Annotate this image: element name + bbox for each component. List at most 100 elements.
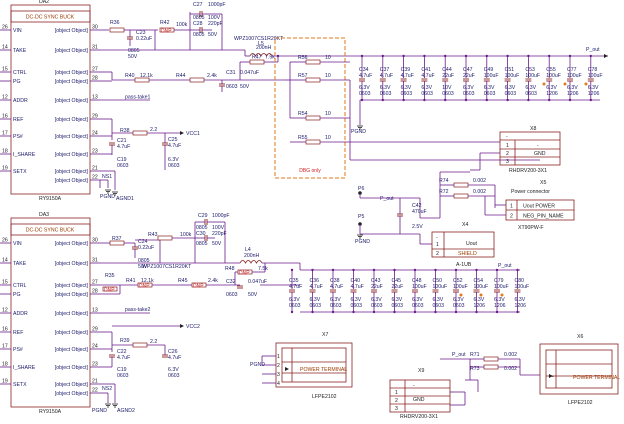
cap-voltage: 6.3V	[310, 297, 321, 303]
r36-resistor[interactable]	[109, 27, 125, 33]
pin-number: 27	[92, 280, 98, 286]
c31-label: C31	[226, 70, 236, 76]
x6-part-number: LFPE2102	[568, 400, 593, 406]
r56-resistor[interactable]	[305, 59, 321, 65]
cap-package: 0603	[330, 303, 342, 309]
r39-resistor[interactable]	[132, 342, 148, 348]
x8-ref: X8	[530, 126, 536, 132]
cap-ref: C55	[546, 67, 556, 73]
r54-resistor[interactable]	[305, 115, 321, 121]
junction-dot	[360, 98, 364, 102]
junction-dot	[290, 268, 294, 272]
c24-voltage: 50V	[138, 264, 148, 270]
x5-pin-number: 2	[510, 214, 513, 220]
pin-number: 26	[2, 238, 8, 244]
junction-dot	[548, 98, 551, 102]
r73-resistor[interactable]	[483, 364, 499, 370]
x7-pin-number: 1	[277, 354, 280, 360]
c32-capacitor[interactable]	[237, 285, 243, 289]
c30-voltage: 50V	[212, 241, 222, 247]
r44-resistor[interactable]	[189, 77, 205, 83]
r71-resistor[interactable]	[483, 356, 499, 362]
inductor-icon[interactable]	[249, 53, 273, 57]
r74-value: 0.002	[473, 178, 486, 184]
pin-number: 31	[92, 45, 98, 51]
x5-row2: NEG_PIN_NAME	[523, 214, 564, 220]
c28-voltage: 50V	[208, 32, 218, 38]
cap-ref: C43	[371, 278, 381, 284]
r72-resistor[interactable]	[453, 193, 469, 199]
r35-label: R35	[105, 273, 115, 279]
x6-label: POWER TERMINAL	[573, 375, 620, 381]
c29-label: C29	[198, 213, 208, 219]
r45-value: 2.4k	[208, 278, 218, 284]
cap-ref: C78	[588, 67, 598, 73]
cap-ref: C50	[433, 278, 443, 284]
x4-pin-number: 2	[436, 251, 439, 257]
x5-part-number: XT90PW-F	[518, 225, 544, 231]
pin-name: I_SHARE	[13, 152, 36, 158]
r41-value: 12.1k	[141, 278, 154, 284]
junction-dot	[393, 310, 396, 314]
junction-dot	[444, 98, 447, 102]
pin-number: 21	[92, 166, 98, 172]
inductor-icon[interactable]	[239, 260, 263, 264]
cap-package: 1206	[546, 91, 558, 97]
cap-value: 22uF	[371, 284, 383, 290]
r57-label: R57	[298, 73, 308, 79]
r54-value: 10	[325, 111, 331, 117]
p-out-net-top: P_out	[586, 47, 600, 53]
r55-resistor[interactable]	[305, 139, 321, 145]
c22-voltage: C19	[117, 367, 127, 373]
r35-resistor[interactable]	[102, 286, 118, 292]
c27-voltage: 100V	[208, 15, 221, 21]
c22-package: 0603	[117, 373, 129, 379]
junction-dot	[527, 54, 530, 58]
junction-dot	[393, 268, 396, 272]
c28-value: 220pF	[208, 21, 223, 27]
pin-number: 13	[92, 95, 98, 101]
cap-package: 1206	[515, 303, 527, 309]
pin-name: [object Object]	[55, 178, 89, 184]
r43-resistor[interactable]	[157, 235, 173, 241]
cap-ref: C44	[442, 67, 452, 73]
c42-value: 470uF	[412, 209, 427, 215]
junction-dot	[548, 54, 551, 58]
r57-resistor[interactable]	[305, 77, 321, 83]
cap-voltage: 6.3V	[401, 85, 412, 91]
r43-value: 100k	[180, 232, 192, 238]
pin-number: 12	[2, 95, 8, 101]
junction-dot	[485, 98, 488, 102]
pin-name: [object Object]	[55, 391, 89, 397]
x7-pin-number: 4	[277, 381, 280, 387]
cap-value: 22uF	[392, 284, 404, 290]
cap-ref: C52	[453, 278, 463, 284]
l5-part: WPZ1007CS1R20KT	[234, 36, 284, 42]
pin-name: [object Object]	[55, 347, 89, 353]
x5-ref: X5	[540, 180, 546, 186]
pin-name: SETX	[13, 382, 27, 388]
r47-resistor[interactable]	[249, 59, 265, 65]
cap-value: 4.7uF	[330, 284, 343, 290]
vcc2-arrow-icon	[180, 324, 184, 328]
x6-terminal-frame	[545, 349, 613, 389]
cap-voltage: 6.3V	[392, 297, 403, 303]
p6-label: P6	[358, 186, 364, 192]
junction-dot	[402, 98, 405, 102]
cap-package: 0603	[289, 303, 301, 309]
pin-number: 15	[2, 280, 8, 286]
ground-icon	[112, 403, 118, 408]
r38-resistor[interactable]	[132, 130, 148, 136]
da2-part-number: RY9150A	[39, 196, 62, 202]
c31-value: 0.047uF	[240, 70, 259, 76]
pin-number: 19	[2, 379, 8, 385]
cap-value: 100uF	[546, 73, 561, 79]
l5-label: L5	[258, 41, 264, 47]
cap-voltage: 6.3V	[371, 297, 382, 303]
x8-part-number: RHDRV200-3X1	[509, 168, 547, 174]
c28-label: C28	[193, 21, 203, 27]
x7-pin-number: 2	[277, 363, 280, 369]
x7-label: POWER TERMINAL	[300, 367, 347, 373]
x8-row2: GND	[534, 151, 546, 157]
r74-resistor[interactable]	[453, 182, 469, 188]
